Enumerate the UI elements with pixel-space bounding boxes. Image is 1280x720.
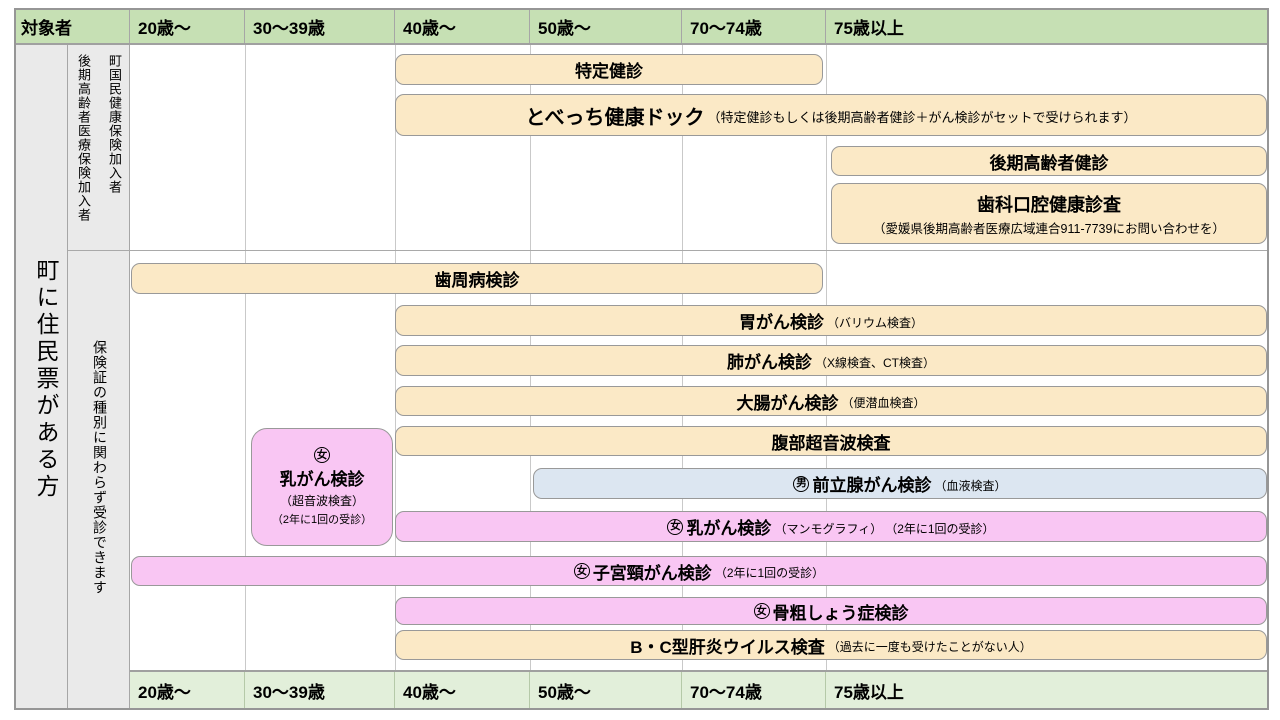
exam-note: （X線検査、CT検査） xyxy=(814,355,935,370)
exam-label: 後期高齢者健診 xyxy=(989,153,1109,173)
exam-bar-kouki-kenshin: 後期高齢者健診 xyxy=(831,146,1267,176)
exam-note: （血液検査） xyxy=(934,478,1007,493)
exam-bar-nyugan-mammo: 女 乳がん検診 （マンモグラフィ） （2年に1回の受診） xyxy=(395,511,1267,542)
male-icon: 男 xyxy=(793,475,810,492)
exam-bar-igan: 胃がん検診 （バリウム検査） xyxy=(395,305,1267,336)
exam-note: （特定健診もしくは後期高齢者健診＋がん検診がセットで受けられます） xyxy=(707,110,1137,125)
exam-bar-tokutei-kenshin: 特定健診 xyxy=(395,54,823,85)
header-subject: 対象者 xyxy=(16,10,130,43)
exam-label: 特定健診 xyxy=(575,62,643,81)
header-col-75: 75歳以上 xyxy=(826,10,1267,43)
exam-label: 胃がん検診 xyxy=(738,313,824,332)
exam-bar-tobetchi-dock: とべっち健康ドック （特定健診もしくは後期高齢者健診＋がん検診がセットで受けられ… xyxy=(395,94,1267,136)
exam-bar-nyugan-echo: 女 乳がん検診 （超音波検査） （2年に1回の受診） xyxy=(251,428,393,546)
exam-label: 大腸がん検診 xyxy=(736,393,839,413)
footer-col-70-74: 70〜74歳 xyxy=(682,672,826,708)
exam-note: （便潜血検査） xyxy=(841,396,926,410)
header-col-50: 50歳〜 xyxy=(530,10,682,43)
gridline xyxy=(245,45,246,672)
exam-label: 乳がん検診 xyxy=(279,470,365,489)
exam-label: 骨粗しょう症検診 xyxy=(772,603,909,623)
exam-bar-zenritsusen: 男 前立腺がん検診 （血液検査） xyxy=(533,468,1267,499)
female-icon: 女 xyxy=(753,603,770,619)
exam-bar-haigan: 肺がん検診 （X線検査、CT検査） xyxy=(395,345,1267,376)
exam-note: （2年に1回の受診） xyxy=(885,521,995,536)
exam-label: B・C型肝炎ウイルス検査 xyxy=(630,637,825,657)
exam-label: 前立腺がん検診 xyxy=(812,476,932,495)
footer-col-75: 75歳以上 xyxy=(826,672,1267,708)
sidebar-resident-cell xyxy=(16,45,68,708)
exam-note: （過去に一度も受けたことがない人） xyxy=(827,640,1032,654)
header-col-30-39: 30〜39歳 xyxy=(245,10,395,43)
exam-label: 肺がん検診 xyxy=(726,353,812,372)
exam-note: （愛媛県後期高齢者医療広域連合911-7739にお問い合わせを） xyxy=(873,221,1225,236)
exam-label: 乳がん検診 xyxy=(686,519,772,538)
sidebar-late-elderly-label: 後期高齢者医療保険加入者 xyxy=(76,54,91,222)
exam-note: （超音波検査） xyxy=(279,494,364,508)
sidebar-resident-label: 町に住民票がある方 xyxy=(33,258,59,501)
exam-bar-shishubyo: 歯周病検診 xyxy=(131,263,823,294)
footer-divider xyxy=(130,670,1267,672)
footer-col-40: 40歳〜 xyxy=(395,672,530,708)
exam-label: 腹部超音波検査 xyxy=(771,433,891,453)
exam-note: （バリウム検査） xyxy=(826,315,923,330)
female-icon: 女 xyxy=(314,447,330,463)
footer-col-30-39: 30〜39歳 xyxy=(245,672,395,708)
exam-bar-shikyukei: 女 子宮頸がん検診 （2年に1回の受診） xyxy=(131,556,1267,586)
exam-label: とべっち健康ドック xyxy=(525,106,705,129)
exam-label: 歯科口腔健康診査 xyxy=(977,194,1121,215)
sidebar-national-insurance-label: 町国民健康保険加入者 xyxy=(107,54,122,194)
female-icon: 女 xyxy=(667,518,684,535)
female-icon: 女 xyxy=(573,563,590,579)
header-col-70-74: 70〜74歳 xyxy=(682,10,826,43)
exam-label: 歯周病検診 xyxy=(434,271,520,290)
sidebar-any-insurance-label: 保険証の種別に関わらず受診できます xyxy=(92,340,108,595)
screening-table: 対象者 20歳〜 30〜39歳 40歳〜 50歳〜 70〜74歳 75歳以上 町… xyxy=(14,8,1269,710)
exam-note: （2年に1回の受診） xyxy=(714,566,825,580)
exam-bar-kanen-virus: B・C型肝炎ウイルス検査 （過去に一度も受けたことがない人） xyxy=(395,630,1267,660)
section-divider xyxy=(68,250,1267,251)
header-divider xyxy=(16,43,1267,45)
exam-bar-fukubu-echo: 腹部超音波検査 xyxy=(395,426,1267,456)
footer-col-20: 20歳〜 xyxy=(130,672,245,708)
header-col-20: 20歳〜 xyxy=(130,10,245,43)
exam-note: （マンモグラフィ） xyxy=(774,521,883,536)
header-col-40: 40歳〜 xyxy=(395,10,530,43)
exam-label: 子宮頸がん検診 xyxy=(592,563,712,583)
exam-bar-daicho: 大腸がん検診 （便潜血検査） xyxy=(395,386,1267,416)
footer-col-50: 50歳〜 xyxy=(530,672,682,708)
sidebar-insurance-cell xyxy=(68,45,130,708)
exam-note: （2年に1回の受診） xyxy=(271,514,373,526)
exam-bar-shika-koukuu: 歯科口腔健康診査 （愛媛県後期高齢者医療広域連合911-7739にお問い合わせを… xyxy=(831,183,1267,244)
exam-bar-kotsusosho: 女 骨粗しょう症検診 xyxy=(395,597,1267,625)
